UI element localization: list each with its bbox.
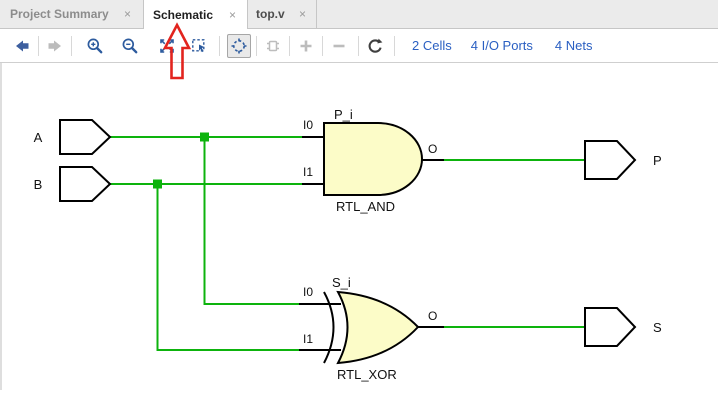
input-port-B-shape[interactable]: [59, 166, 112, 202]
tab-label: Project Summary: [10, 7, 109, 21]
close-icon[interactable]: ×: [123, 7, 131, 21]
output-port-S-shape[interactable]: [584, 307, 637, 347]
xor-instance-label: S_i: [332, 275, 351, 290]
rtl-xor-gate-shape[interactable]: [336, 290, 420, 365]
add-button[interactable]: [293, 33, 319, 59]
refresh-icon: [368, 38, 383, 53]
tab-top-v[interactable]: top.v ×: [248, 0, 317, 28]
and-pin-i0-label: I0: [303, 118, 313, 132]
schematic-toolbar: 2 Cells 4 I/O Ports 4 Nets: [0, 29, 718, 63]
close-icon[interactable]: ×: [298, 7, 306, 21]
refresh-button[interactable]: [362, 33, 388, 59]
zoom-fit-icon: [160, 38, 174, 53]
tab-schematic[interactable]: Schematic ×: [143, 0, 248, 29]
input-port-A-shape[interactable]: [59, 119, 112, 155]
autofit-selection-icon: [231, 38, 247, 53]
editor-tab-bar: Project Summary × Schematic × top.v ×: [0, 0, 718, 29]
net-junction-B: [153, 179, 162, 189]
cells-count-link[interactable]: 2 Cells: [412, 38, 452, 53]
back-button[interactable]: [9, 33, 35, 59]
back-arrow-icon: [16, 40, 29, 51]
net-A-branch-to-xor[interactable]: [203, 137, 301, 305]
remove-button[interactable]: [326, 33, 352, 59]
port-label-P: P: [653, 153, 662, 168]
and-pin-i1-label: I1: [303, 165, 313, 179]
toolbar-separator: [256, 35, 257, 56]
zoom-out-icon: [122, 38, 138, 53]
toolbar-separator: [289, 35, 290, 56]
tab-project-summary[interactable]: Project Summary ×: [0, 0, 143, 28]
zoom-in-button[interactable]: [82, 33, 108, 59]
minus-icon: [333, 44, 345, 47]
xor-pin-i0-label: I0: [303, 285, 313, 299]
autofit-selection-button[interactable]: [227, 33, 251, 58]
port-label-A: A: [34, 130, 43, 145]
schematic-canvas[interactable]: A B P S P_i RTL_AND I0 I1 O S_i RTL_XOR …: [0, 63, 718, 400]
tab-label: top.v: [256, 7, 285, 21]
zoom-fit-button[interactable]: [154, 33, 180, 59]
port-label-B: B: [34, 177, 43, 192]
expand-cell-button[interactable]: [260, 33, 286, 59]
zoom-in-icon: [87, 38, 103, 53]
io-ports-count-link[interactable]: 4 I/O Ports: [470, 38, 533, 53]
rtl-and-gate-shape[interactable]: [323, 122, 423, 196]
zoom-to-selection-button[interactable]: [186, 33, 212, 59]
nets-count-link[interactable]: 4 Nets: [554, 38, 593, 53]
net-junction-A: [200, 132, 209, 142]
and-type-label: RTL_AND: [336, 199, 395, 214]
zoom-out-button[interactable]: [117, 33, 143, 59]
and-instance-label: P_i: [334, 107, 353, 122]
schematic-drawing: A B P S P_i RTL_AND I0 I1 O S_i RTL_XOR …: [34, 107, 662, 382]
xor-type-label: RTL_XOR: [337, 367, 397, 382]
tab-label: Schematic: [153, 7, 214, 22]
cell-chip-icon: [267, 40, 279, 51]
toolbar-separator: [71, 35, 72, 56]
output-port-P-shape[interactable]: [584, 140, 637, 180]
close-icon[interactable]: ×: [228, 7, 236, 22]
xor-pin-out-label: O: [428, 309, 437, 323]
toolbar-separator: [394, 35, 395, 56]
rtl-xor-input-arc: [323, 291, 335, 364]
net-B-branch-to-xor[interactable]: [156, 184, 301, 351]
xor-pin-i1-label: I1: [303, 332, 313, 346]
port-label-S: S: [653, 320, 662, 335]
zoom-to-selection-icon: [192, 38, 205, 52]
canvas-left-border: [0, 63, 2, 390]
pin-stubs-group: [299, 136, 444, 351]
forward-button[interactable]: [42, 33, 68, 59]
toolbar-separator: [322, 35, 323, 56]
toolbar-separator: [358, 35, 359, 56]
and-pin-out-label: O: [428, 142, 437, 156]
plus-icon: [300, 40, 312, 51]
toolbar-separator: [38, 35, 39, 56]
forward-arrow-icon: [48, 40, 61, 51]
toolbar-separator: [219, 35, 220, 56]
